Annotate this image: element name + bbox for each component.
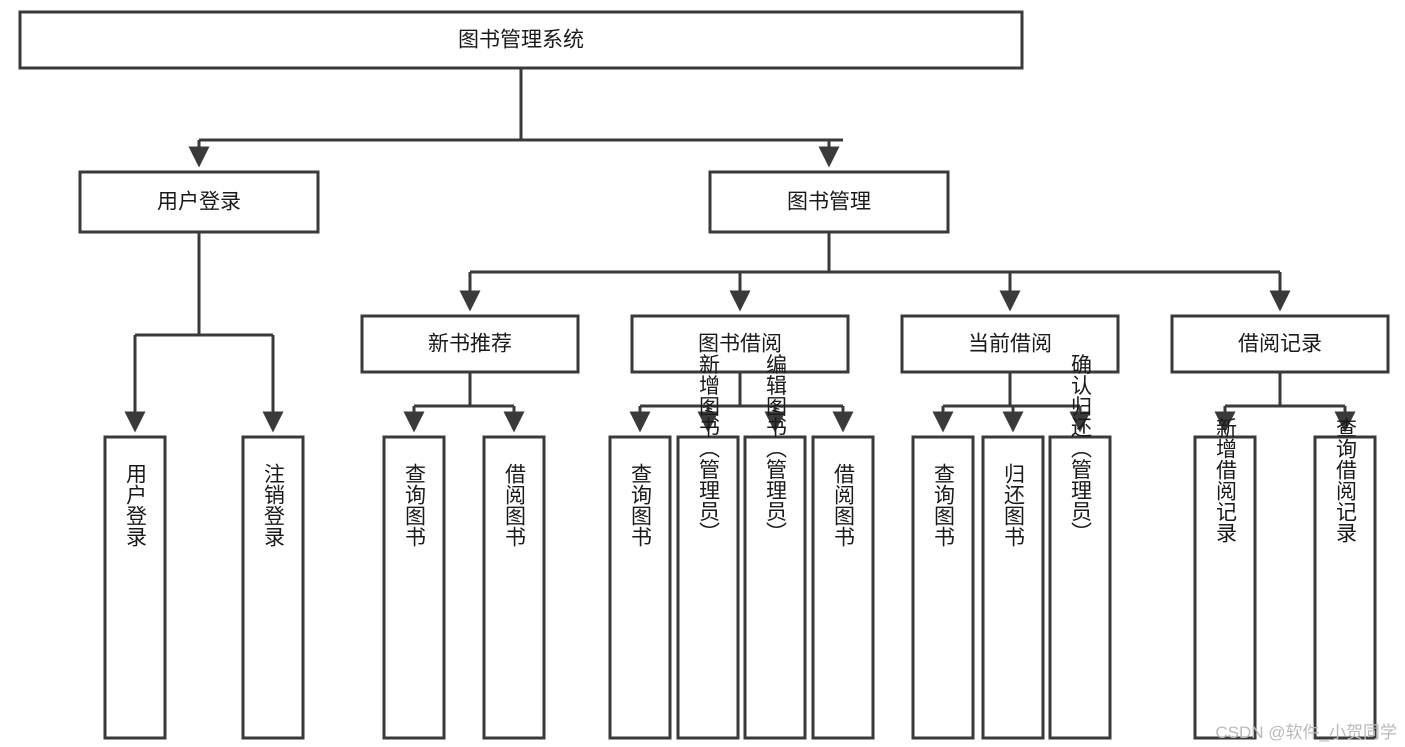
leaf-current-return[interactable]: 归还图书 <box>981 435 1045 740</box>
leaf-borrow-query[interactable]: 查询图书 <box>608 435 672 740</box>
connector-userlogin-to-leaves <box>124 232 284 433</box>
watermark: CSDN @软件_小贺同学 <box>1215 723 1397 742</box>
leaf-user-login-signout[interactable]: 注销登录 <box>241 435 305 740</box>
node-book-management[interactable]: 图书管理 <box>708 170 950 234</box>
node-user-login-label: 用户登录 <box>157 191 241 214</box>
leaf-new-book-borrow[interactable]: 借阅图书 <box>482 435 546 740</box>
leaf-record-query-label: 查询借阅记录 <box>1334 417 1358 543</box>
leaf-record-query[interactable]: 查询借阅记录 <box>1313 417 1377 740</box>
connector-root-to-level2 <box>188 68 843 168</box>
leaf-new-book-borrow-label: 借阅图书 <box>503 463 527 547</box>
connector-bookmgmt-to-level3 <box>459 232 1291 312</box>
leaf-current-query-label: 查询图书 <box>932 463 956 547</box>
node-borrow-record[interactable]: 借阅记录 <box>1170 314 1390 374</box>
node-book-management-label: 图书管理 <box>787 191 871 214</box>
leaf-current-confirm-return[interactable]: 确认归还（管理员） <box>1048 354 1112 740</box>
node-borrow-record-label: 借阅记录 <box>1238 333 1322 356</box>
leaf-user-login-signin[interactable]: 用户登录 <box>103 435 167 740</box>
node-book-borrow-label: 图书借阅 <box>698 333 782 356</box>
leaf-new-book-query[interactable]: 查询图书 <box>382 435 446 740</box>
leaf-borrow-add[interactable]: 新增图书（管理员） <box>676 354 740 740</box>
leaf-record-add[interactable]: 新增借阅记录 <box>1193 417 1257 740</box>
leaf-borrow-query-label: 查询图书 <box>629 463 653 547</box>
leaf-borrow-edit[interactable]: 编辑图书（管理员） <box>743 354 807 740</box>
leaf-current-query[interactable]: 查询图书 <box>911 435 975 740</box>
node-new-book-recommend-label: 新书推荐 <box>428 333 512 356</box>
connector-borrowbook-to-leaves <box>629 372 854 433</box>
node-book-borrow[interactable]: 图书借阅 <box>630 314 850 374</box>
leaf-record-add-label: 新增借阅记录 <box>1214 417 1238 543</box>
leaf-current-confirm-return-label: 确认归还（管理员） <box>1069 354 1093 543</box>
leaf-borrow-lend-label: 借阅图书 <box>832 463 856 547</box>
leaf-borrow-lend[interactable]: 借阅图书 <box>811 435 875 740</box>
node-user-login[interactable]: 用户登录 <box>78 170 320 234</box>
node-current-borrow[interactable]: 当前借阅 <box>900 314 1120 374</box>
leaf-user-login-signout-label: 注销登录 <box>262 463 286 547</box>
node-root[interactable]: 图书管理系统 <box>18 10 1024 70</box>
leaf-current-return-label: 归还图书 <box>1002 463 1026 547</box>
leaf-borrow-add-label: 新增图书（管理员） <box>697 354 721 543</box>
node-current-borrow-label: 当前借阅 <box>968 333 1052 356</box>
node-new-book-recommend[interactable]: 新书推荐 <box>360 314 580 374</box>
connector-borrowrecord-to-leaves <box>1214 372 1356 433</box>
leaf-borrow-edit-label: 编辑图书（管理员） <box>764 354 788 543</box>
connector-currentborrow-to-leaves <box>932 372 1091 433</box>
leaf-user-login-signin-label: 用户登录 <box>124 463 148 547</box>
node-root-label: 图书管理系统 <box>458 29 584 52</box>
leaf-new-book-query-label: 查询图书 <box>403 463 427 547</box>
connector-newbook-to-leaves <box>403 372 525 433</box>
